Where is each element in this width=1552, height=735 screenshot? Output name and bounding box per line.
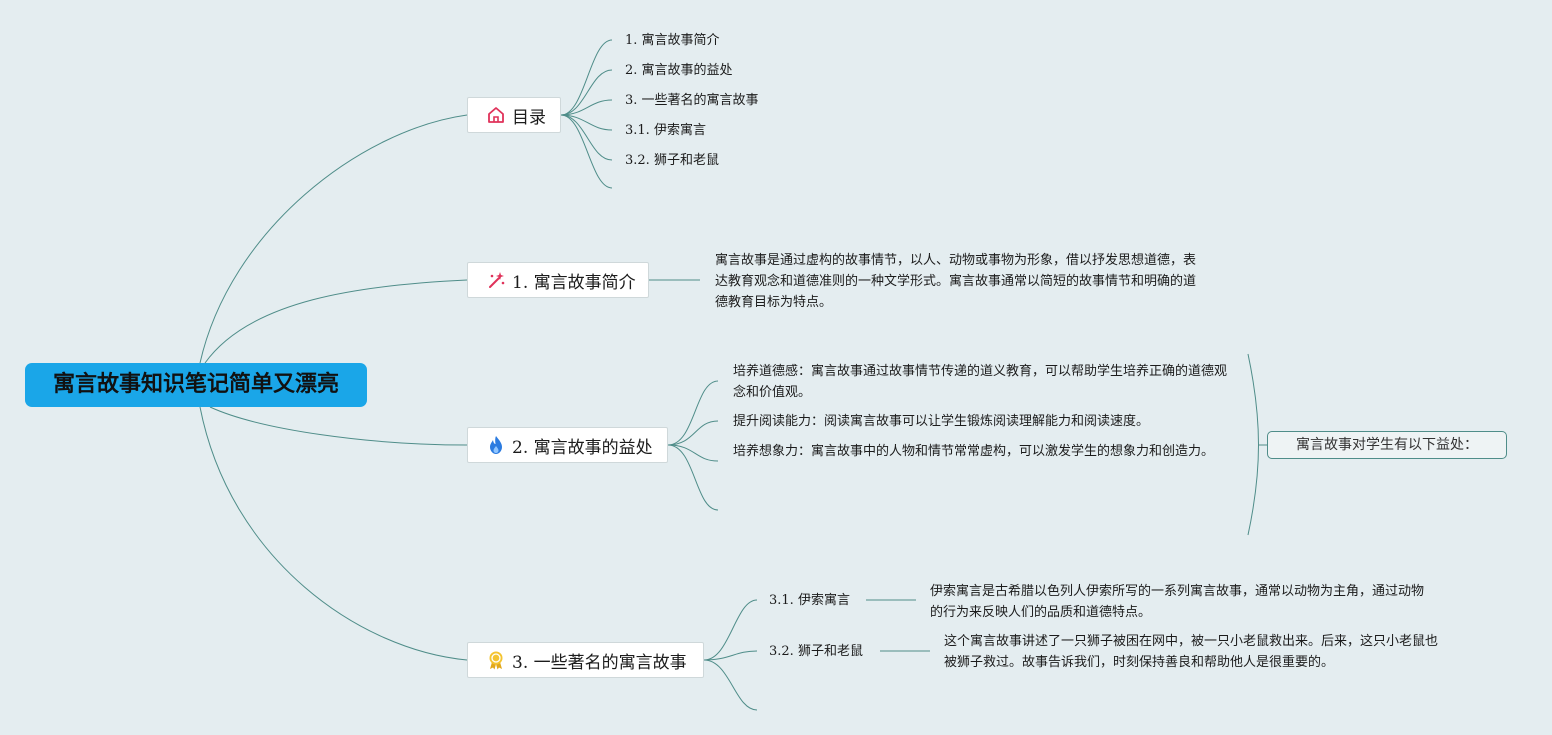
topic-benefits[interactable]: 2. 寓言故事的益处 xyxy=(467,427,668,463)
house-icon xyxy=(486,105,506,125)
link-famous-1 xyxy=(703,599,758,661)
root-topic[interactable]: 寓言故事知识笔记简单又漂亮 xyxy=(25,363,367,407)
story-aesop-text[interactable]: 伊索寓言是古希腊以色列人伊索所写的一系列寓言故事，通常以动物为主角，通过动物的行… xyxy=(930,584,1425,620)
topic-toc[interactable]: 目录 xyxy=(467,97,561,133)
link-benefit-4 xyxy=(667,444,719,511)
link-toc-1 xyxy=(560,39,613,116)
benefit-reading[interactable]: 提升阅读能力：阅读寓言故事可以让学生锻炼阅读理解能力和阅读速度。 xyxy=(733,414,1150,429)
toc-item-aesop[interactable]: 3.1. 伊索寓言 xyxy=(625,123,706,138)
flame-icon xyxy=(486,435,506,455)
story-aesop-title[interactable]: 3.1. 伊索寓言 xyxy=(769,593,850,608)
topic-label: 目录 xyxy=(512,107,546,128)
story-lion-mouse-text[interactable]: 这个寓言故事讲述了一只狮子被困在网中，被一只小老鼠救出来。后来，这只小老鼠也被狮… xyxy=(944,634,1439,670)
toc-item-benefits[interactable]: 2. 寓言故事的益处 xyxy=(625,63,733,78)
link-root-benefits xyxy=(209,406,468,446)
link-toc-6 xyxy=(560,114,613,189)
link-benefit-3 xyxy=(667,444,719,462)
magic-wand-icon xyxy=(486,270,506,290)
link-benefit-2 xyxy=(667,420,719,446)
link-root-famous xyxy=(199,406,468,661)
link-toc-5 xyxy=(560,114,613,161)
story-lion-mouse-title[interactable]: 3.2. 狮子和老鼠 xyxy=(769,644,863,659)
benefits-summary[interactable]: 寓言故事对学生有以下益处： xyxy=(1267,431,1507,459)
summary-bracket xyxy=(1247,353,1259,536)
link-toc-3 xyxy=(560,99,613,116)
topic-label: 3. 一些著名的寓言故事 xyxy=(512,652,687,673)
intro-text[interactable]: 寓言故事是通过虚构的故事情节，以人、动物或事物为形象，借以抒发思想道德，表达教育… xyxy=(715,253,1197,310)
link-benefit-1 xyxy=(667,380,719,446)
link-famous-3 xyxy=(703,659,758,711)
link-toc-2 xyxy=(560,69,613,116)
topic-label: 1. 寓言故事简介 xyxy=(512,272,636,293)
link-root-intro xyxy=(204,279,468,364)
topic-famous[interactable]: 3. 一些著名的寓言故事 xyxy=(467,642,704,678)
toc-item-famous[interactable]: 3. 一些著名的寓言故事 xyxy=(625,93,759,108)
benefit-imagination[interactable]: 培养想象力：寓言故事中的人物和情节常常虚构，可以激发学生的想象力和创造力。 xyxy=(733,444,1215,459)
link-famous-2 xyxy=(703,650,758,661)
topic-label: 2. 寓言故事的益处 xyxy=(512,437,653,458)
award-medal-icon xyxy=(486,650,506,670)
toc-item-lion-mouse[interactable]: 3.2. 狮子和老鼠 xyxy=(625,153,719,168)
benefit-moral[interactable]: 培养道德感：寓言故事通过故事情节传递的道义教育，可以帮助学生培养正确的道德观念和… xyxy=(733,364,1228,400)
link-root-toc xyxy=(199,114,468,364)
topic-intro[interactable]: 1. 寓言故事简介 xyxy=(467,262,649,298)
toc-item-intro[interactable]: 1. 寓言故事简介 xyxy=(625,33,720,48)
